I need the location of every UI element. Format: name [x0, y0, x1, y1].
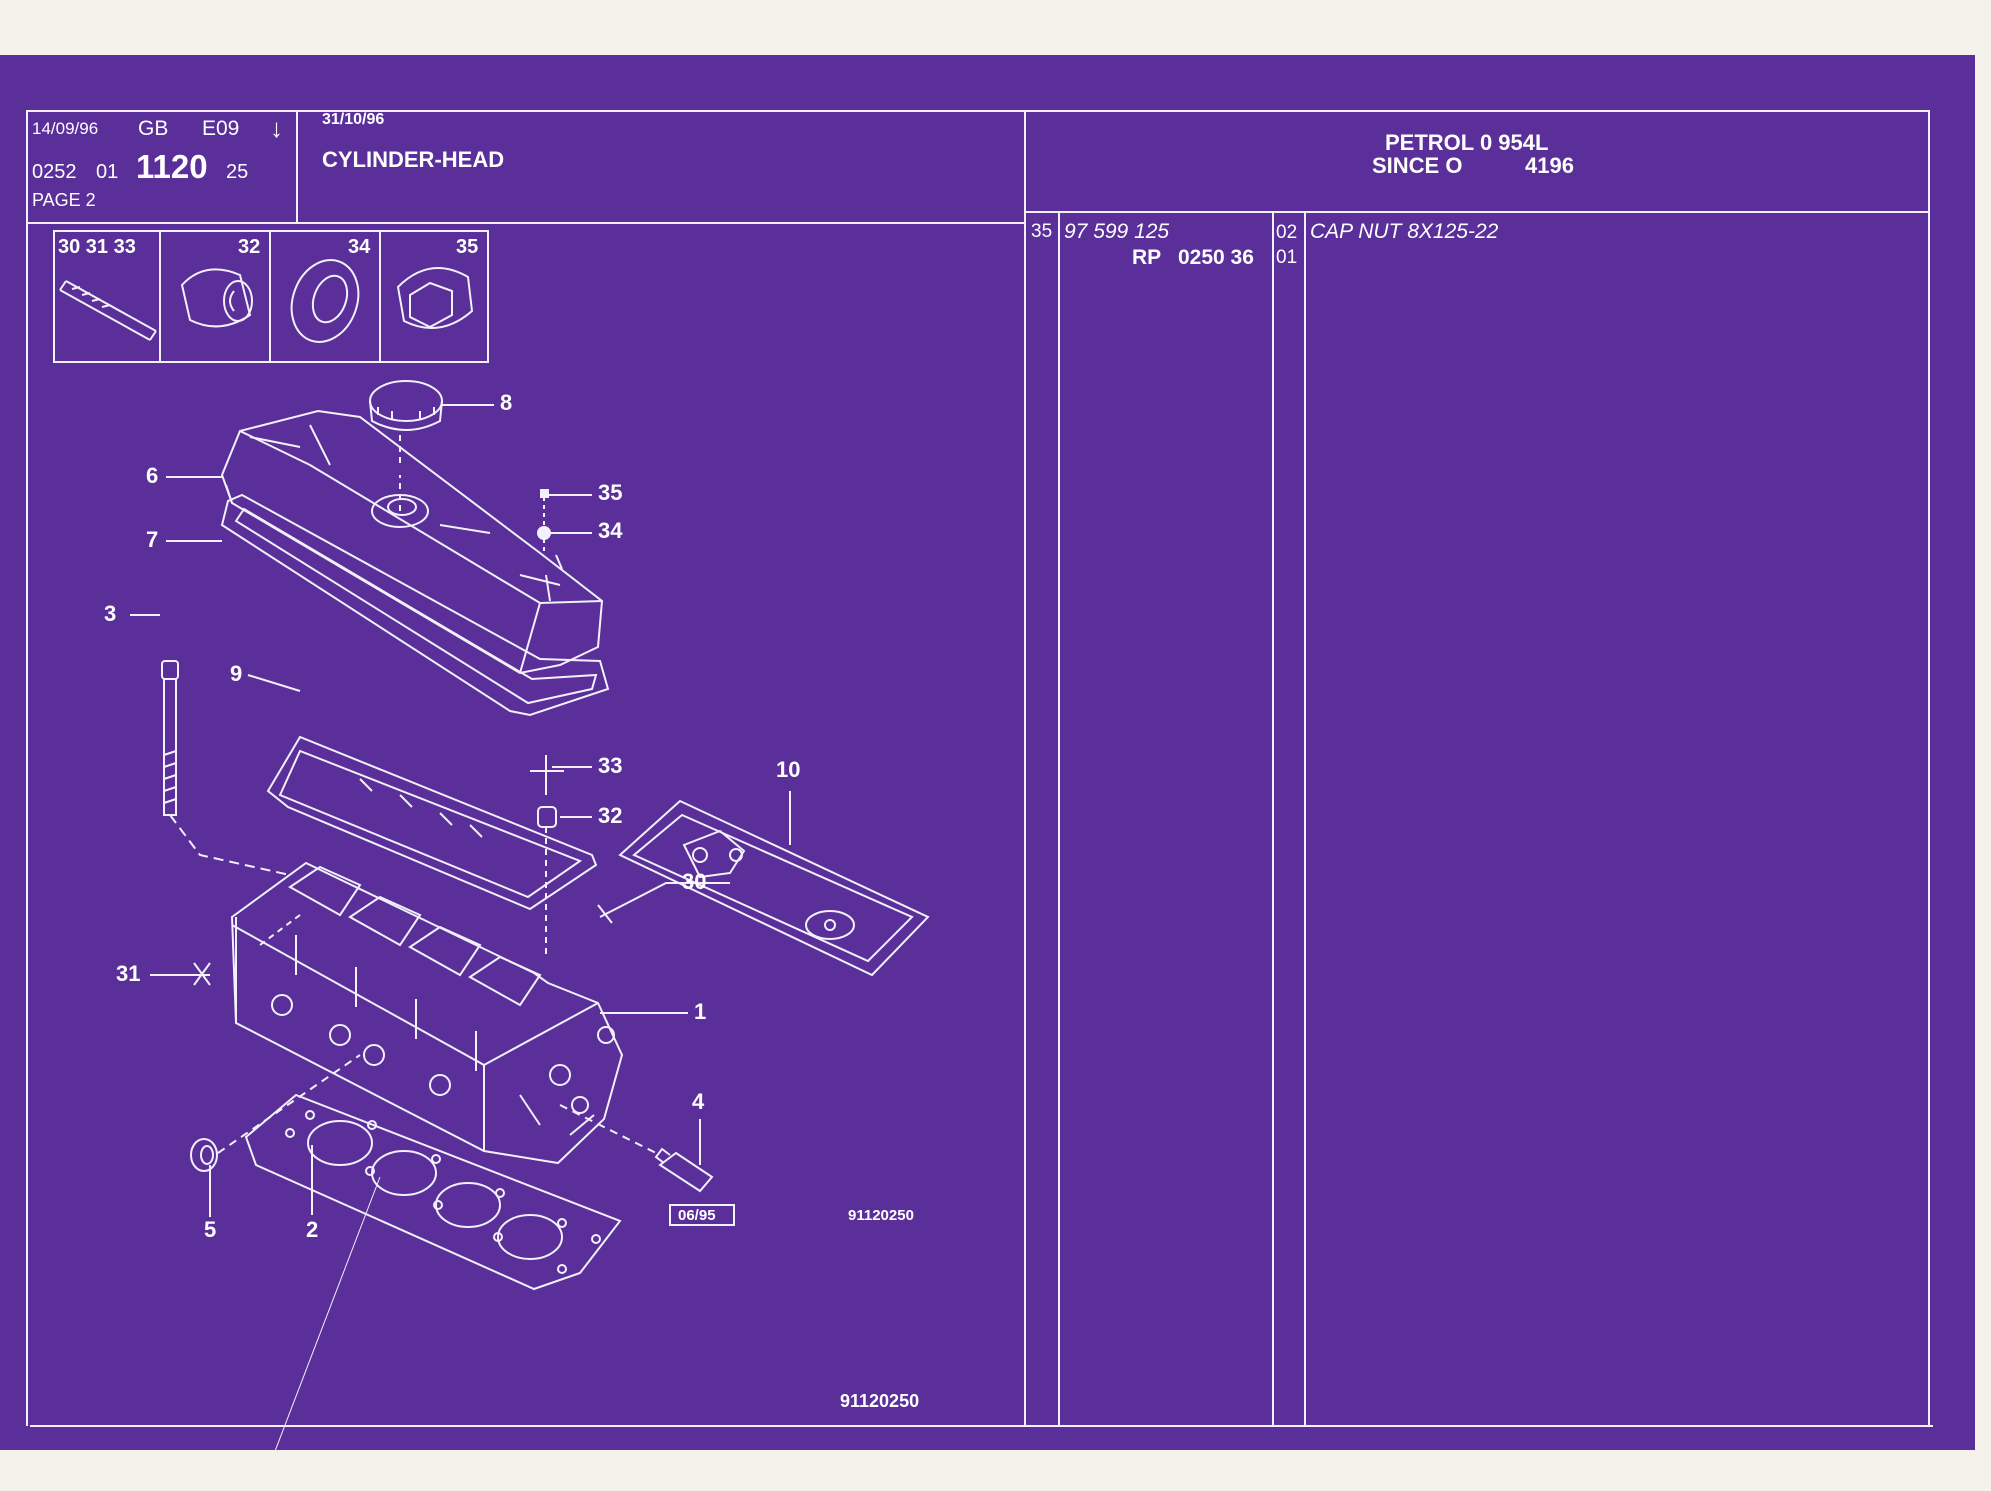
cylinder-head-block: [232, 863, 660, 1163]
code-a: 0252: [32, 161, 77, 183]
diagram-ref-code-bottom: 91120250: [840, 1391, 920, 1411]
head-bolt: [162, 661, 290, 875]
callout-8: 8: [500, 390, 513, 415]
callout-31: 31: [116, 961, 141, 986]
frame-left: [26, 110, 28, 1426]
engine-since-value: 4196: [1525, 153, 1574, 178]
callout-7: 7: [146, 527, 159, 552]
callout-33: 33: [598, 753, 623, 778]
inset-label-35: 35: [456, 236, 479, 258]
engine-since-label: SINCE O: [1372, 153, 1463, 178]
date-revised: 31/10/96: [322, 111, 385, 128]
part-description: CAP NUT 8X125-22: [1310, 220, 1499, 243]
header-split: [296, 110, 298, 222]
part-quantity-2: 01: [1276, 247, 1298, 268]
diagram-parts-divider: [1024, 110, 1026, 1425]
language-code: GB: [138, 117, 169, 140]
callout-2: 2: [306, 1217, 319, 1242]
diagram-date: 06/95: [678, 1207, 716, 1224]
rocker-cover: [222, 411, 602, 673]
callout-5: 5: [204, 1217, 217, 1242]
down-arrow-icon: ↓: [270, 113, 283, 143]
callout-1: 1: [694, 999, 707, 1024]
inset-label-30-31-33: 30 31 33: [58, 236, 136, 258]
stud-icon: [60, 281, 156, 340]
callout-leaders: [130, 405, 790, 1450]
group-number: 1120: [136, 148, 208, 185]
sleeve-icon: [182, 269, 252, 326]
date-box: [670, 1205, 734, 1225]
col-part-divider: [1272, 211, 1274, 1425]
page-title: CYLINDER-HEAD: [322, 147, 505, 172]
part-item-number: 35: [1031, 221, 1053, 242]
temperature-sensor: [656, 1149, 712, 1191]
exploded-diagram: [0, 55, 1975, 1450]
rocker-cover-gasket: [222, 495, 608, 715]
rp-number: 0250 36: [1178, 246, 1254, 269]
oil-baffle: [268, 737, 596, 909]
callout-4: 4: [692, 1089, 705, 1114]
part-quantity: 02: [1276, 222, 1298, 243]
frame-top: [26, 110, 1928, 112]
cap-nut-icon: [398, 268, 472, 328]
callout-34: 34: [598, 518, 623, 543]
inset-label-34: 34: [348, 236, 371, 258]
header-divider-right: [1024, 211, 1930, 213]
callout-3: 3: [104, 601, 117, 626]
callout-10: 10: [776, 757, 801, 782]
code-b: 01: [96, 161, 119, 183]
diagram-ref-code: 91120250: [848, 1207, 914, 1224]
col-item-divider: [1058, 211, 1060, 1425]
parts-catalog-sheet: 14/09/96 GB E09 ↓ 0252 01 1120 25 PAGE 2…: [0, 55, 1975, 1450]
inset-label-32: 32: [238, 236, 261, 258]
date-issued: 14/09/96: [32, 119, 99, 138]
inset-illustrations: [0, 55, 1975, 1450]
edition-code: E09: [202, 117, 240, 140]
gasket-plate: [620, 801, 928, 975]
stud-sleeve-stack: [530, 490, 564, 955]
callout-30: 30: [682, 869, 707, 894]
col-qty-divider: [1304, 211, 1306, 1425]
frame-right: [1928, 110, 1930, 1426]
rp-label: RP: [1132, 246, 1162, 269]
core-plug: [191, 1055, 360, 1171]
header-divider-left: [26, 222, 1026, 224]
engine-spec: PETROL 0 954L: [1385, 130, 1549, 155]
callout-6: 6: [146, 463, 159, 488]
oil-filler-cap: [370, 381, 442, 430]
code-c: 25: [226, 161, 249, 183]
washer-icon: [281, 251, 370, 352]
callout-32: 32: [598, 803, 623, 828]
part-number: 97 599 125: [1064, 220, 1170, 243]
head-gasket: [246, 1095, 620, 1289]
callout-35: 35: [598, 480, 623, 505]
callout-9: 9: [230, 661, 243, 686]
frame-bottom: [30, 1425, 1933, 1427]
page-number: PAGE 2: [32, 190, 96, 210]
